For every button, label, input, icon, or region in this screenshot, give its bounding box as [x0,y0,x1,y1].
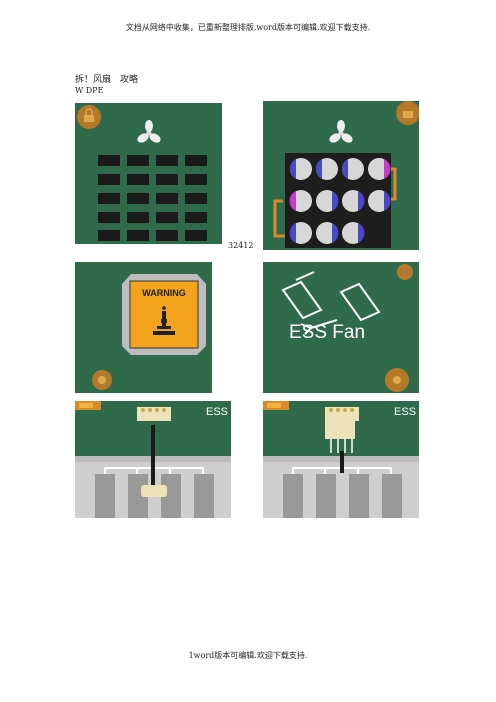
image-caption: 32412 [228,241,254,250]
article-subtitle: W DPE [75,86,104,95]
photo-ess-connector-left: ESS [75,401,231,518]
ess-label-right: ESS [394,406,416,418]
warning-icon [153,306,175,335]
warning-label: WARNING [142,288,186,298]
lock-icon [396,101,419,125]
photo-warning: WARNING [75,262,212,393]
photo-fan-capacitors [263,101,419,250]
photo-ess-connector-right: ESS [263,401,419,518]
ess-fan-label: ESS Fan [289,322,365,343]
photo-fan-chips [75,103,222,244]
fan-icon [137,120,161,143]
page-footer: 1word版本可编辑.欢迎下载支持. [188,651,308,660]
article-title: 拆！风扇 攻略 [75,75,139,85]
photo-ess-fan: ESS Fan [263,262,419,393]
fan-icon [329,120,353,143]
page-header: 文档从网络中收集，已重新整理排版.word版本可编辑.欢迎下载支持. [125,23,371,32]
capacitor-grid [285,153,391,248]
lock-icon [77,105,101,129]
ess-label-left: ESS [206,406,228,418]
ess-symbol-icon [281,271,381,335]
chip-grid [98,155,207,241]
